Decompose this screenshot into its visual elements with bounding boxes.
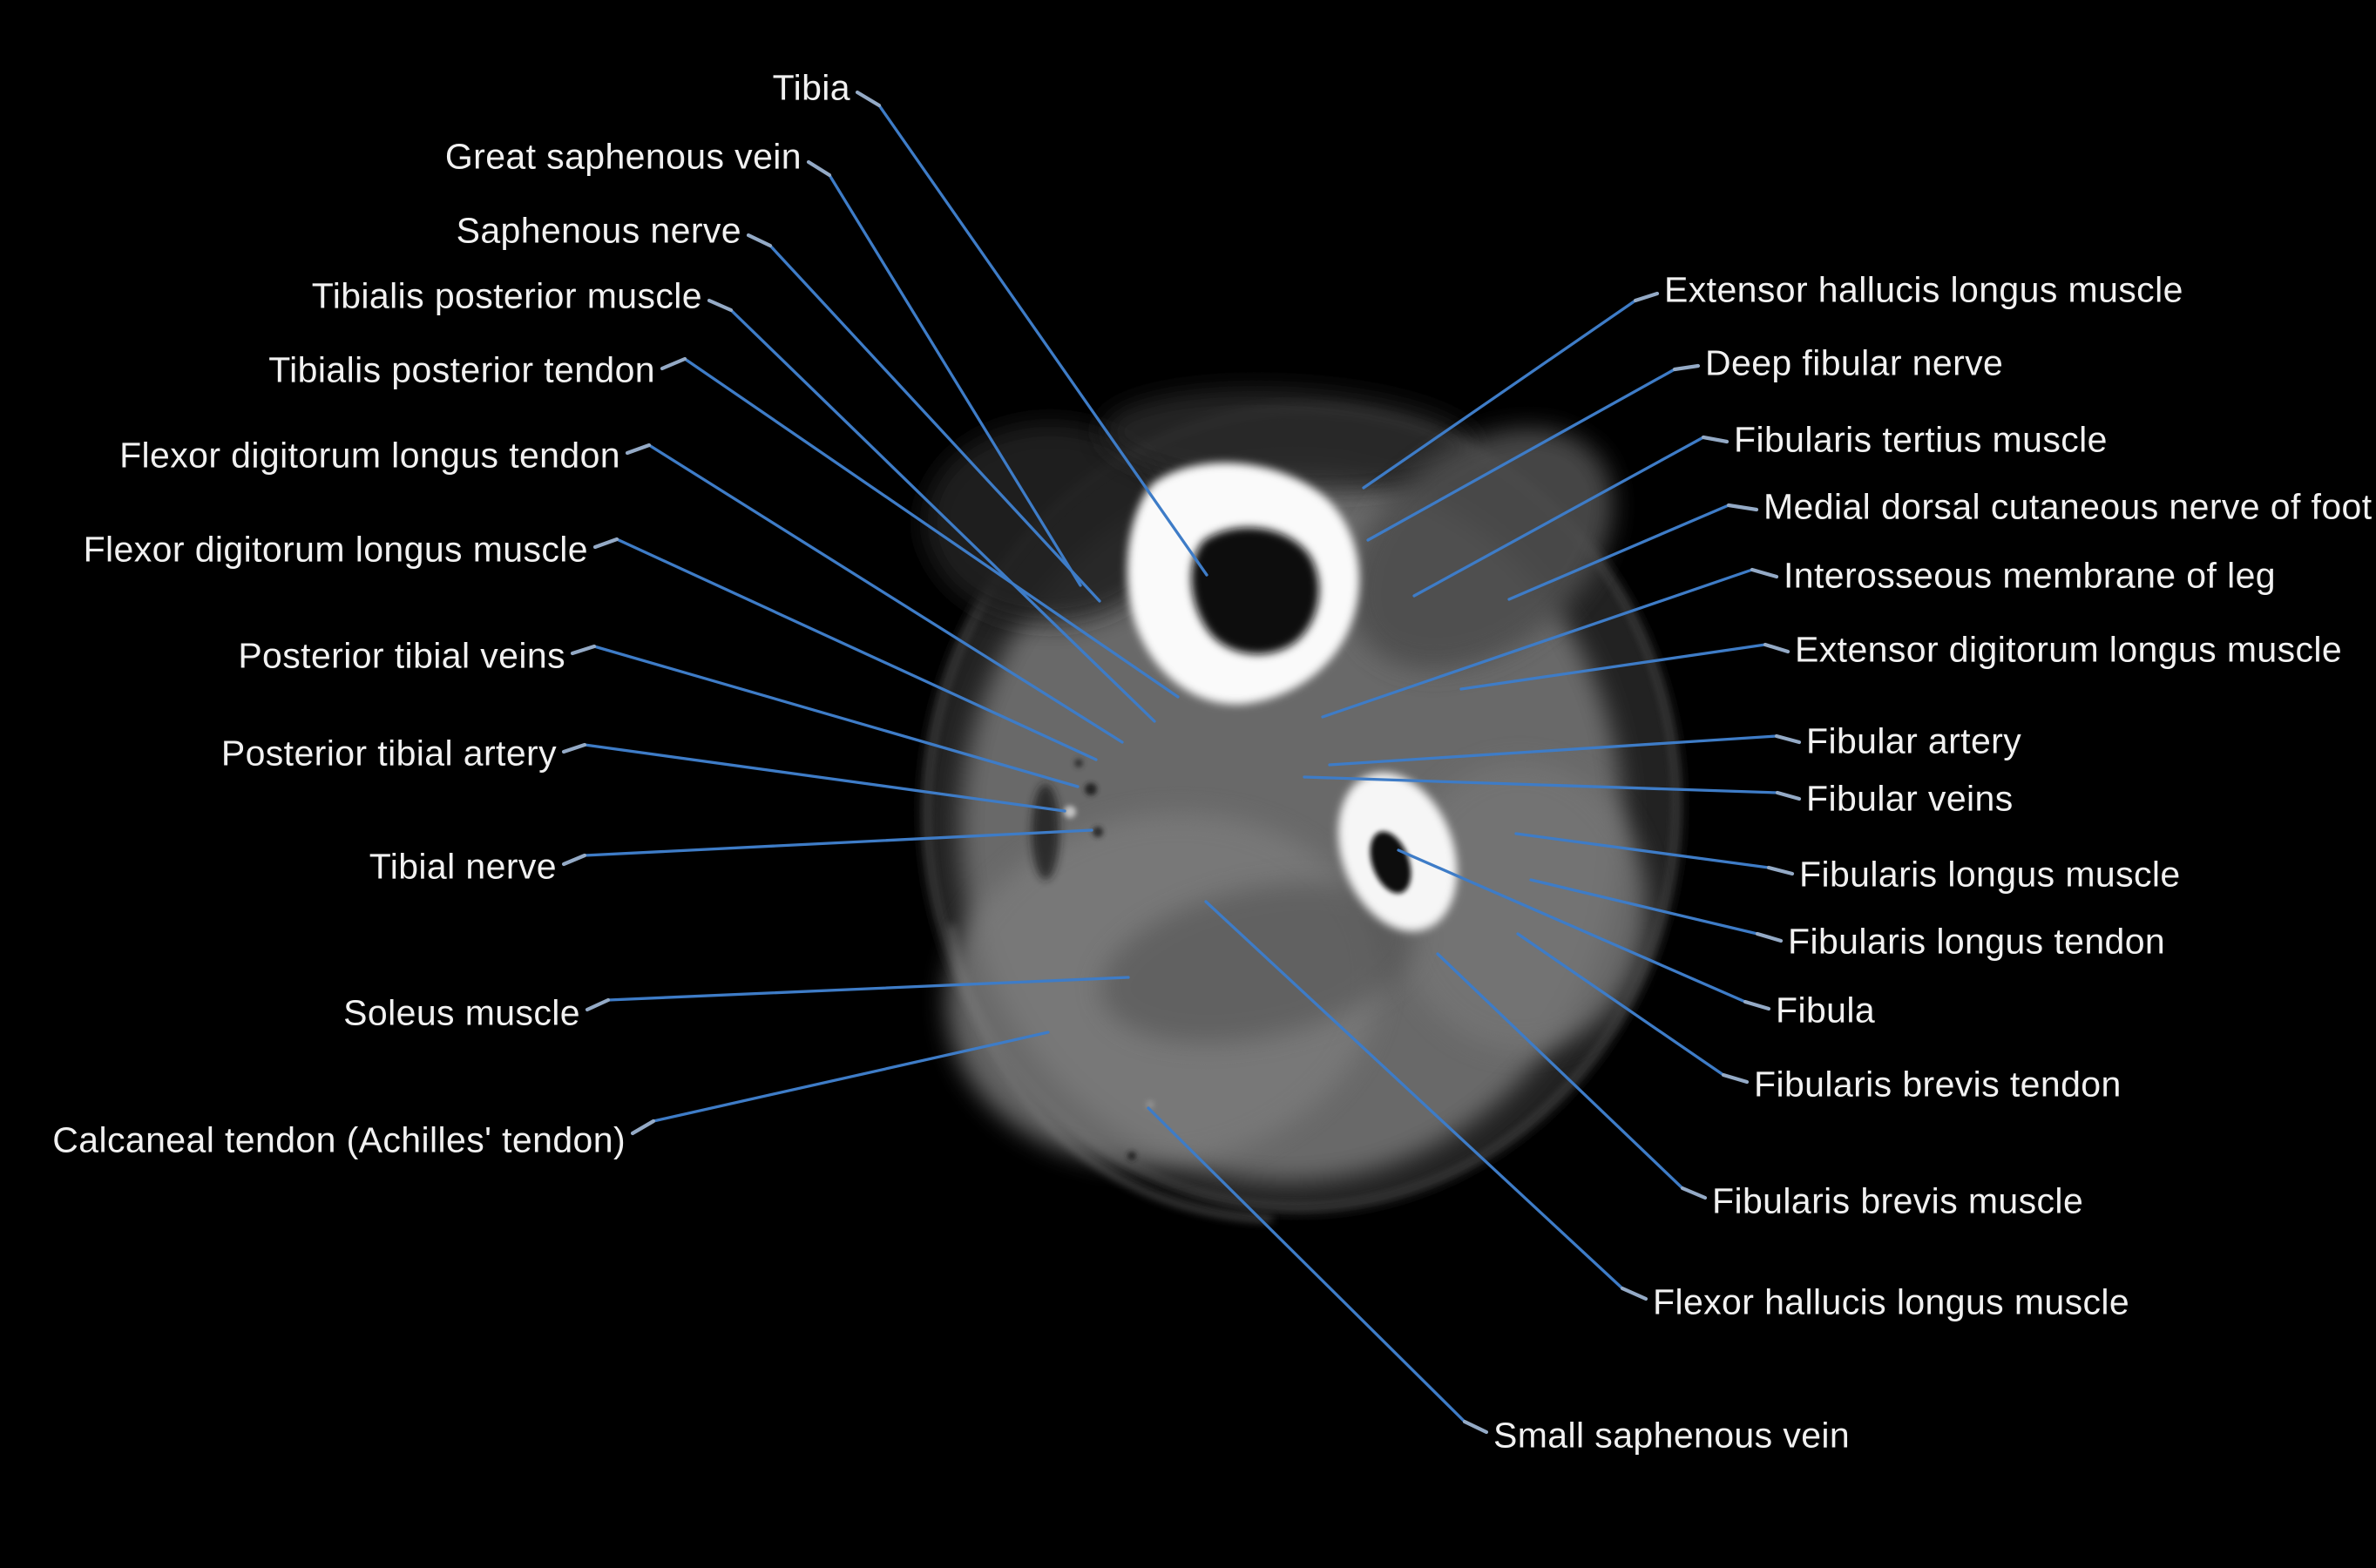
leader-lines-layer: [561, 90, 1802, 1435]
anatomy-label: Interosseous membrane of leg: [1784, 555, 2277, 596]
fibula-medullary-cavity: [1370, 831, 1411, 894]
leader-line-hook: [625, 443, 652, 456]
anatomy-label: Fibularis brevis tendon: [1754, 1064, 2122, 1105]
anatomy-label: Tibialis posterior muscle: [311, 275, 702, 316]
leader-line: [768, 244, 1101, 603]
leader-line-hook: [660, 356, 687, 371]
leader-line-hook: [561, 742, 587, 754]
leader-line-hook: [746, 233, 773, 248]
anatomy-label: Fibularis longus muscle: [1799, 854, 2181, 895]
leader-line-hook: [1672, 363, 1701, 372]
leader-line: [606, 976, 1130, 1002]
anatomy-label: Tibial nerve: [369, 846, 557, 887]
leader-line: [1397, 848, 1747, 1004]
anatomy-label: Posterior tibial veins: [238, 635, 565, 676]
anatomy-label: Fibular artery: [1806, 720, 2022, 761]
leader-line: [1529, 878, 1759, 936]
anatomy-label: Great saphenous vein: [444, 136, 802, 177]
vessel-specks: [1064, 759, 1154, 1160]
leader-line: [877, 104, 1208, 577]
anatomy-label: Fibularis tertius muscle: [1734, 419, 2108, 460]
leader-line: [583, 828, 1093, 857]
anatomy-label: Tibialis posterior tendon: [268, 349, 655, 390]
anatomy-label: Calcaneal tendon (Achilles' tendon): [52, 1119, 626, 1160]
deep-posterior-fascia-band: [1100, 882, 1418, 1043]
leader-line-hook: [1462, 1419, 1489, 1435]
tibia-medullary-cavity: [1191, 527, 1319, 654]
leader-line-hook: [1755, 931, 1784, 943]
leader-line-hook: [1775, 790, 1802, 801]
anatomy-label: Flexor digitorum longus tendon: [119, 435, 620, 476]
leader-line: [615, 537, 1098, 761]
leader-line-hook: [1680, 1186, 1708, 1200]
anatomy-label: Medial dorsal cutaneous nerve of foot: [1763, 486, 2373, 527]
leader-line: [1516, 932, 1725, 1077]
leader-line: [647, 443, 1124, 744]
leader-line-hook: [1763, 642, 1790, 654]
leader-line-hook: [585, 997, 611, 1012]
leader-line: [1436, 952, 1684, 1190]
anatomy-label: Extensor digitorum longus muscle: [1795, 629, 2343, 670]
anatomy-label: Posterior tibial artery: [220, 733, 557, 774]
leader-line-hook: [1774, 733, 1802, 745]
leader-line: [652, 1031, 1050, 1123]
anterior-compartment-region: [1349, 428, 1614, 670]
anatomy-label: Flexor hallucis longus muscle: [1653, 1281, 2130, 1322]
leader-line: [1412, 436, 1705, 598]
anatomy-label: Saphenous nerve: [456, 210, 741, 251]
leader-line-hook: [1743, 999, 1771, 1011]
leader-line: [1459, 643, 1767, 691]
leader-line: [683, 357, 1180, 699]
anatomy-label: Fibularis brevis muscle: [1712, 1180, 2084, 1221]
leader-line: [828, 173, 1082, 587]
leader-line: [1366, 368, 1676, 542]
leader-line: [729, 308, 1156, 723]
leader-line: [1328, 734, 1778, 767]
leader-line-hook: [1620, 1286, 1648, 1301]
leader-line-hook: [1633, 291, 1660, 303]
leader-line-hook: [630, 1119, 656, 1136]
leader-line: [1303, 775, 1779, 794]
leader-line: [1507, 504, 1730, 601]
leg-cross-section: [921, 388, 1682, 1222]
leader-line-hook: [1701, 435, 1730, 444]
anteromedial-fat-region: [924, 422, 1176, 623]
leader-line: [1321, 568, 1754, 719]
leader-line-hook: [707, 298, 734, 313]
anatomy-label: Flexor digitorum longus muscle: [83, 529, 588, 570]
leader-line-hook: [806, 159, 832, 178]
tibial-nerve-dot: [1093, 827, 1103, 837]
leader-line-hook: [570, 644, 597, 656]
leader-line: [592, 645, 1080, 788]
anatomy-label: Fibular veins: [1806, 778, 2014, 819]
leader-line-hook: [1750, 567, 1779, 579]
leader-line-hook: [1721, 1072, 1750, 1085]
anatomy-label: Soleus muscle: [343, 992, 580, 1033]
leader-line-hook: [561, 853, 587, 867]
leader-line: [1362, 299, 1637, 490]
anatomy-label: Fibularis longus tendon: [1788, 921, 2166, 962]
leader-line: [1147, 1106, 1466, 1423]
anatomy-label: Extensor hallucis longus muscle: [1664, 269, 2183, 310]
subcutaneous-dot: [1127, 1152, 1136, 1160]
posterior-tibial-artery-dot: [1064, 806, 1076, 818]
anatomy-label: Small saphenous vein: [1493, 1415, 1851, 1456]
leader-line-hook: [1766, 865, 1795, 876]
leader-line: [1514, 832, 1770, 869]
anatomy-label: Deep fibular nerve: [1705, 342, 2004, 383]
leader-line: [583, 743, 1066, 813]
leader-line: [1204, 900, 1624, 1290]
vein-dot: [1074, 759, 1083, 767]
anatomy-label: Tibia: [772, 67, 850, 108]
anatomy-label: Fibula: [1776, 990, 1876, 1031]
posterior-tibial-vein-dot: [1085, 783, 1097, 795]
leader-line-hook: [1726, 503, 1759, 512]
leader-line-hook: [592, 537, 619, 550]
leader-line-hook: [855, 90, 882, 108]
